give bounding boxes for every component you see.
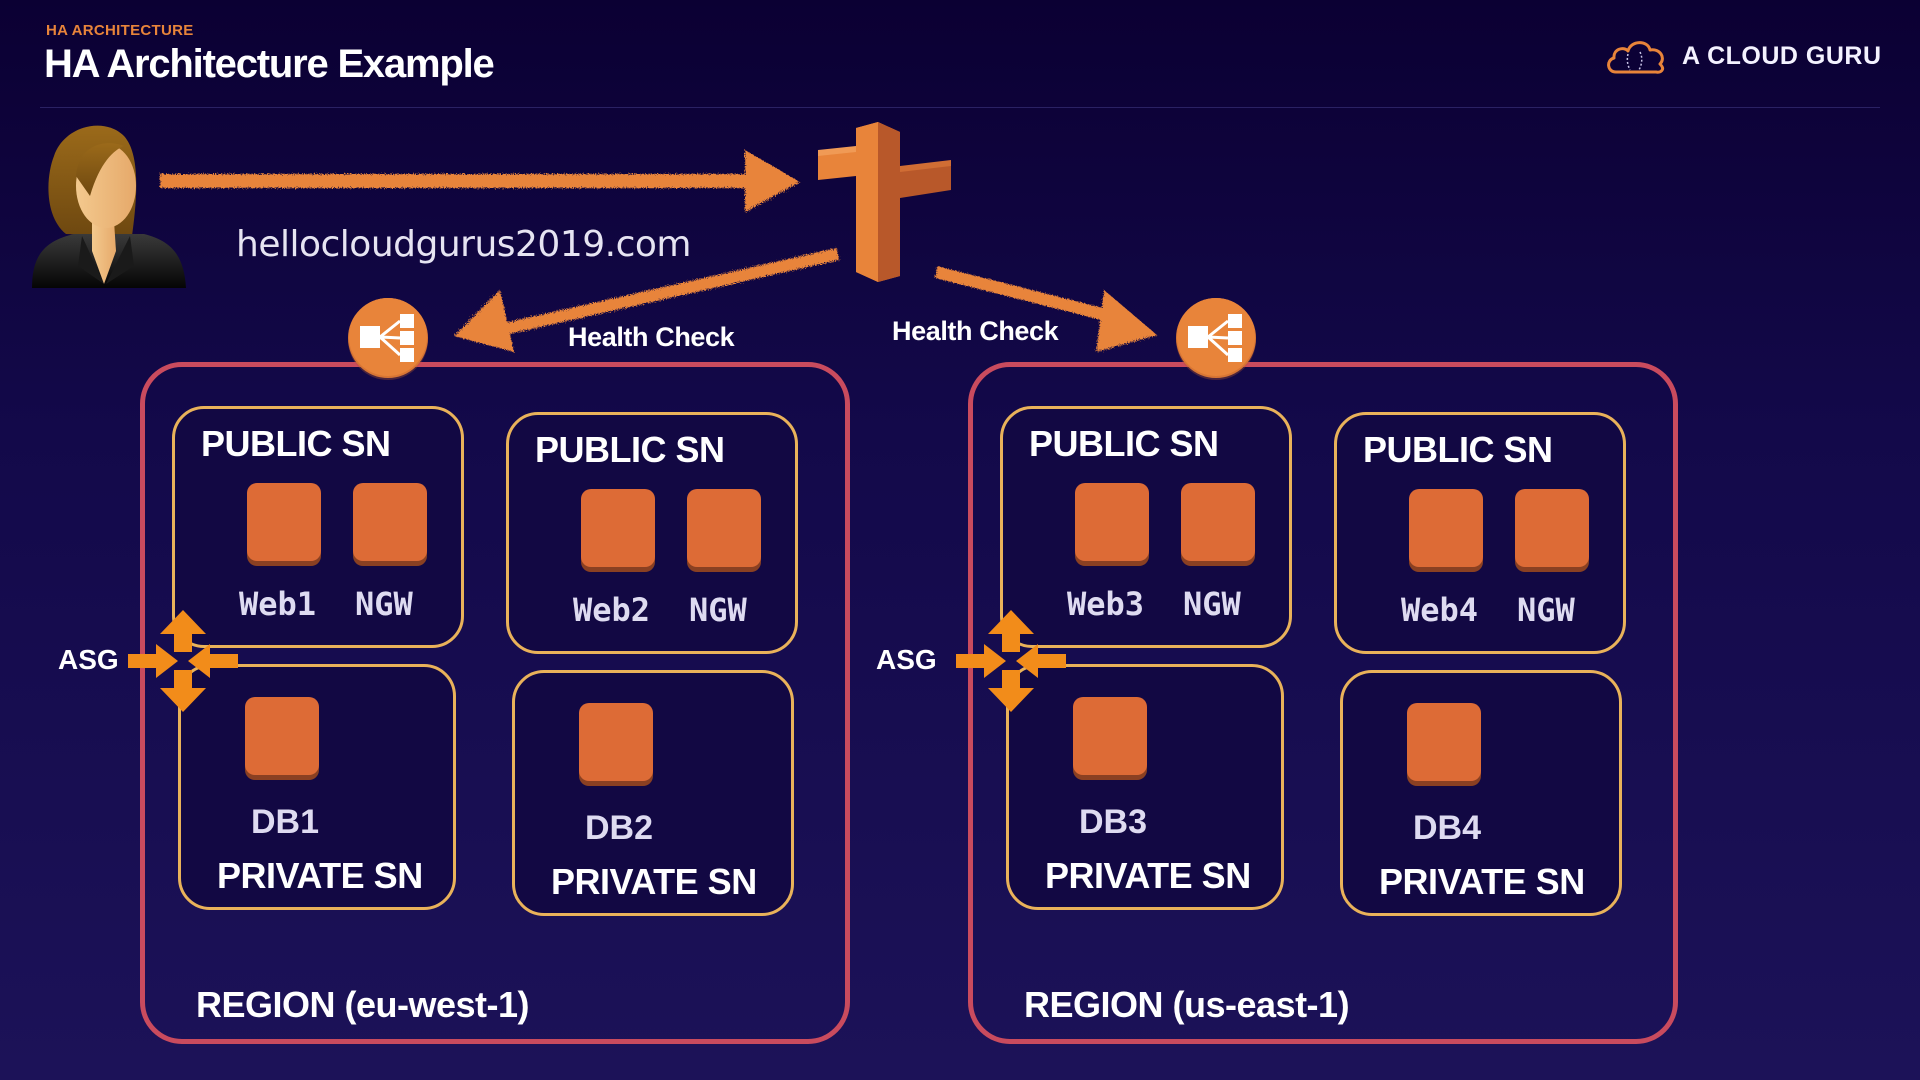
instance-db2[interactable] [579, 703, 653, 781]
private-subnet: DB4 PRIVATE SN [1340, 670, 1622, 916]
autoscaling-icon[interactable] [128, 608, 238, 714]
region-eu-west-1 [140, 362, 850, 1044]
instance-label: Web1 [239, 585, 317, 623]
subnet-title: PRIVATE SN [1379, 861, 1585, 902]
autoscaling-icon[interactable] [956, 608, 1066, 714]
arrow-user-to-dns [160, 150, 800, 212]
instance-label: DB1 [251, 803, 320, 841]
brand-name: A CLOUD GURU [1682, 41, 1882, 70]
public-subnet: PUBLIC SN Web3 NGW [1000, 406, 1292, 648]
brand-logo: A CLOUD GURU [1604, 36, 1882, 76]
private-subnet: DB1 PRIVATE SN [178, 664, 456, 910]
asg-label: ASG [876, 644, 937, 675]
domain-name: hellocloudgurus2019.com [236, 224, 691, 265]
instance-label: Web3 [1067, 585, 1145, 623]
subnet-title: PUBLIC SN [535, 429, 725, 470]
instance-ngw[interactable] [1181, 483, 1255, 561]
instance-ngw[interactable] [1515, 489, 1589, 567]
region-label: REGION (eu-west-1) [196, 984, 530, 1025]
instance-web4[interactable] [1409, 489, 1483, 567]
instance-label: NGW [355, 585, 413, 623]
instance-web1[interactable] [247, 483, 321, 561]
subnet-title: PUBLIC SN [1029, 423, 1219, 464]
user-avatar-icon [32, 125, 186, 288]
instance-label: NGW [689, 591, 747, 629]
public-subnet: PUBLIC SN Web2 NGW [506, 412, 798, 654]
instance-label: Web2 [573, 591, 651, 629]
instance-web2[interactable] [581, 489, 655, 567]
header-divider [40, 107, 1880, 108]
instance-ngw[interactable] [353, 483, 427, 561]
public-subnet: PUBLIC SN Web4 NGW [1334, 412, 1626, 654]
cloud-icon [1607, 41, 1664, 74]
instance-label: DB4 [1413, 809, 1482, 847]
subnet-title: PRIVATE SN [551, 861, 757, 902]
health-check-label-left: Health Check [568, 322, 735, 352]
instance-db1[interactable] [245, 697, 319, 775]
section-eyebrow: HA ARCHITECTURE [46, 22, 194, 39]
public-subnet: PUBLIC SN Web1 NGW [172, 406, 464, 648]
subnet-title: PRIVATE SN [1045, 855, 1251, 896]
instance-ngw[interactable] [687, 489, 761, 567]
instance-label: Web4 [1401, 591, 1479, 629]
instance-label: DB3 [1079, 803, 1148, 841]
private-subnet: DB2 PRIVATE SN [512, 670, 794, 916]
subnet-title: PUBLIC SN [1363, 429, 1553, 470]
subnet-title: PUBLIC SN [201, 423, 391, 464]
route53-icon[interactable] [816, 120, 956, 284]
instance-label: NGW [1183, 585, 1241, 623]
instance-db4[interactable] [1407, 703, 1481, 781]
private-subnet: DB3 PRIVATE SN [1006, 664, 1284, 910]
instance-db3[interactable] [1073, 697, 1147, 775]
asg-label: ASG [58, 644, 119, 675]
instance-label: DB2 [585, 809, 654, 847]
elb-icon[interactable] [1174, 296, 1258, 380]
health-check-label-right: Health Check [892, 316, 1059, 346]
instance-label: NGW [1517, 591, 1575, 629]
region-label: REGION (us-east-1) [1024, 984, 1350, 1025]
region-us-east-1 [968, 362, 1678, 1044]
instance-web3[interactable] [1075, 483, 1149, 561]
elb-icon[interactable] [346, 296, 430, 380]
subnet-title: PRIVATE SN [217, 855, 423, 896]
page-title: HA Architecture Example [44, 42, 495, 86]
